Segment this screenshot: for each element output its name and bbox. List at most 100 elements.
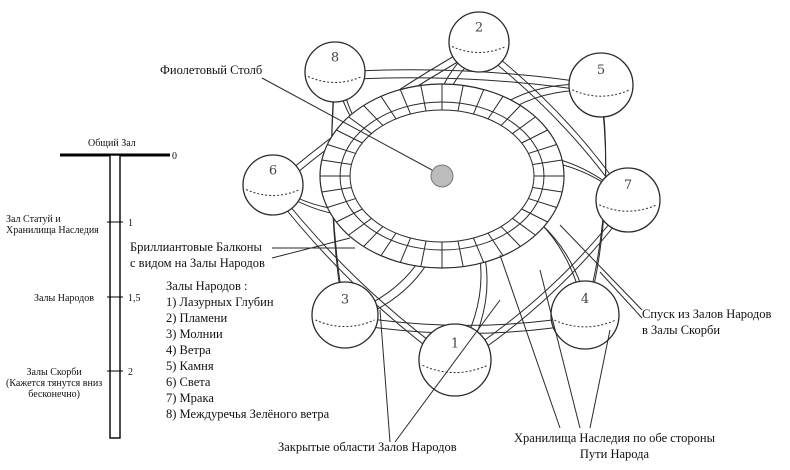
- balcony-divider: [528, 144, 557, 154]
- callout-descent: Спуск из Залов Народов в Залы Скорби: [642, 307, 772, 337]
- scale-tick-15: 1,5: [128, 293, 141, 304]
- legend-item: 5) Камня: [166, 359, 214, 373]
- legend-item: 7) Мрака: [166, 391, 214, 405]
- arch-outer: [334, 77, 602, 94]
- legend-item: 6) Света: [166, 375, 211, 389]
- nation-hall-dome: 2: [448, 11, 510, 73]
- balcony-divider: [336, 208, 363, 223]
- dome-rim: [245, 189, 301, 196]
- balcony-divider: [457, 85, 464, 112]
- nation-hall-dome: 3: [311, 281, 379, 349]
- dome-rim: [571, 89, 631, 97]
- balcony-divider: [473, 89, 485, 115]
- legend-title: Залы Народов :: [166, 279, 248, 293]
- legend-item: 2) Пламени: [166, 311, 228, 325]
- leader-line: [499, 254, 561, 429]
- balcony-divider: [321, 159, 352, 166]
- leader-line: [394, 299, 501, 443]
- scale-tick-1: 1: [128, 218, 133, 229]
- balcony-divider: [473, 237, 485, 263]
- balcony-divider: [487, 232, 504, 256]
- balcony-divider: [363, 226, 384, 247]
- scale-level-15-label: Залы Народов: [34, 293, 94, 304]
- balcony-divider: [336, 129, 363, 144]
- central-ring: [319, 83, 565, 269]
- dome-outline: [304, 41, 366, 103]
- arch-outer: [334, 69, 602, 86]
- balcony-divider: [500, 226, 521, 247]
- callout-pillar: Фиолетовый Столб: [160, 63, 263, 77]
- dome-number: 7: [624, 178, 632, 193]
- balcony-divider: [420, 85, 427, 112]
- leader-line: [559, 224, 643, 311]
- callout-lines: [261, 77, 643, 443]
- callout-closed-areas: Закрытые области Залов Народов: [278, 440, 457, 454]
- leader-line: [539, 269, 581, 429]
- balcony-divider: [420, 240, 427, 267]
- balcony-divider: [500, 105, 521, 126]
- purple-pillar: [430, 164, 454, 188]
- balcony-divider: [521, 208, 548, 223]
- leader-line: [261, 77, 433, 171]
- depth-scale: [60, 153, 170, 439]
- balcony-divider: [528, 198, 557, 208]
- dome-rim: [315, 319, 375, 328]
- dome-rim: [307, 76, 363, 83]
- dome-outline: [418, 323, 492, 397]
- balcony-divider: [512, 116, 536, 134]
- balcony-divider: [327, 144, 356, 154]
- balcony-divider: [321, 186, 352, 193]
- leader-line: [379, 309, 391, 443]
- dome-rim: [598, 204, 658, 212]
- dome-rim: [422, 364, 488, 374]
- dome-number: 8: [331, 51, 339, 66]
- nation-hall-dome: 1: [418, 323, 492, 397]
- dome-outline: [242, 154, 304, 216]
- nation-hall-dome: 5: [568, 52, 634, 118]
- legend-item: 3) Молнии: [166, 327, 223, 341]
- dome-outline: [595, 167, 661, 233]
- balcony-divider: [532, 159, 563, 166]
- balcony-divider: [380, 96, 397, 120]
- callout-heritage: Хранилища Наследия по обе стороны Пути Н…: [514, 431, 715, 461]
- dome-rim: [451, 46, 507, 53]
- nation-hall-dome: 7: [595, 167, 661, 233]
- dome-number: 2: [475, 21, 483, 36]
- balcony-divider: [327, 198, 356, 208]
- dome-number: 5: [597, 63, 605, 78]
- balcony-divider: [532, 186, 563, 193]
- dome-number: 4: [581, 292, 589, 307]
- nation-halls: 2 5 7 4 1 3 6 8: [242, 11, 661, 397]
- leader-line: [271, 237, 351, 259]
- nation-hall-dome: 6: [242, 154, 304, 216]
- callout-balconies: Бриллиантовые Балконы с видом на Залы На…: [130, 240, 265, 270]
- balcony-divider: [380, 232, 397, 256]
- nation-hall-dome: 8: [304, 41, 366, 103]
- dome-number: 3: [341, 292, 349, 307]
- nation-hall-dome: 4: [550, 280, 620, 350]
- legend-item: 1) Лазурных Глубин: [166, 295, 274, 309]
- leader-line: [589, 329, 611, 429]
- balcony-divider: [521, 129, 548, 144]
- balcony-divider: [348, 218, 372, 236]
- dome-number: 1: [451, 336, 459, 351]
- scale-level-1-label: Зал Статуй и Хранилища Наследия: [6, 214, 99, 236]
- balcony-divider: [457, 240, 464, 267]
- legend-item: 8) Междуречья Зелёного ветра: [166, 407, 330, 421]
- balcony-divider: [487, 96, 504, 120]
- scale-level-2-label: Залы Скорби (Кажется тянутся вниз бескон…: [6, 367, 103, 400]
- balcony-divider: [512, 218, 536, 236]
- balcony-divider: [399, 89, 411, 115]
- balcony-divider: [348, 116, 372, 134]
- scale-tick-0: 0: [172, 151, 177, 162]
- leader-line: [599, 271, 643, 319]
- dome-outline: [311, 281, 379, 349]
- balcony-divider: [363, 105, 384, 126]
- legend: Залы Народов : 1) Лазурных Глубин 2) Пла…: [166, 278, 329, 422]
- scale-top-label: Общий Зал: [88, 138, 136, 149]
- legend-item: 4) Ветра: [166, 343, 211, 357]
- balcony-divider: [399, 237, 411, 263]
- dome-number: 6: [269, 164, 277, 179]
